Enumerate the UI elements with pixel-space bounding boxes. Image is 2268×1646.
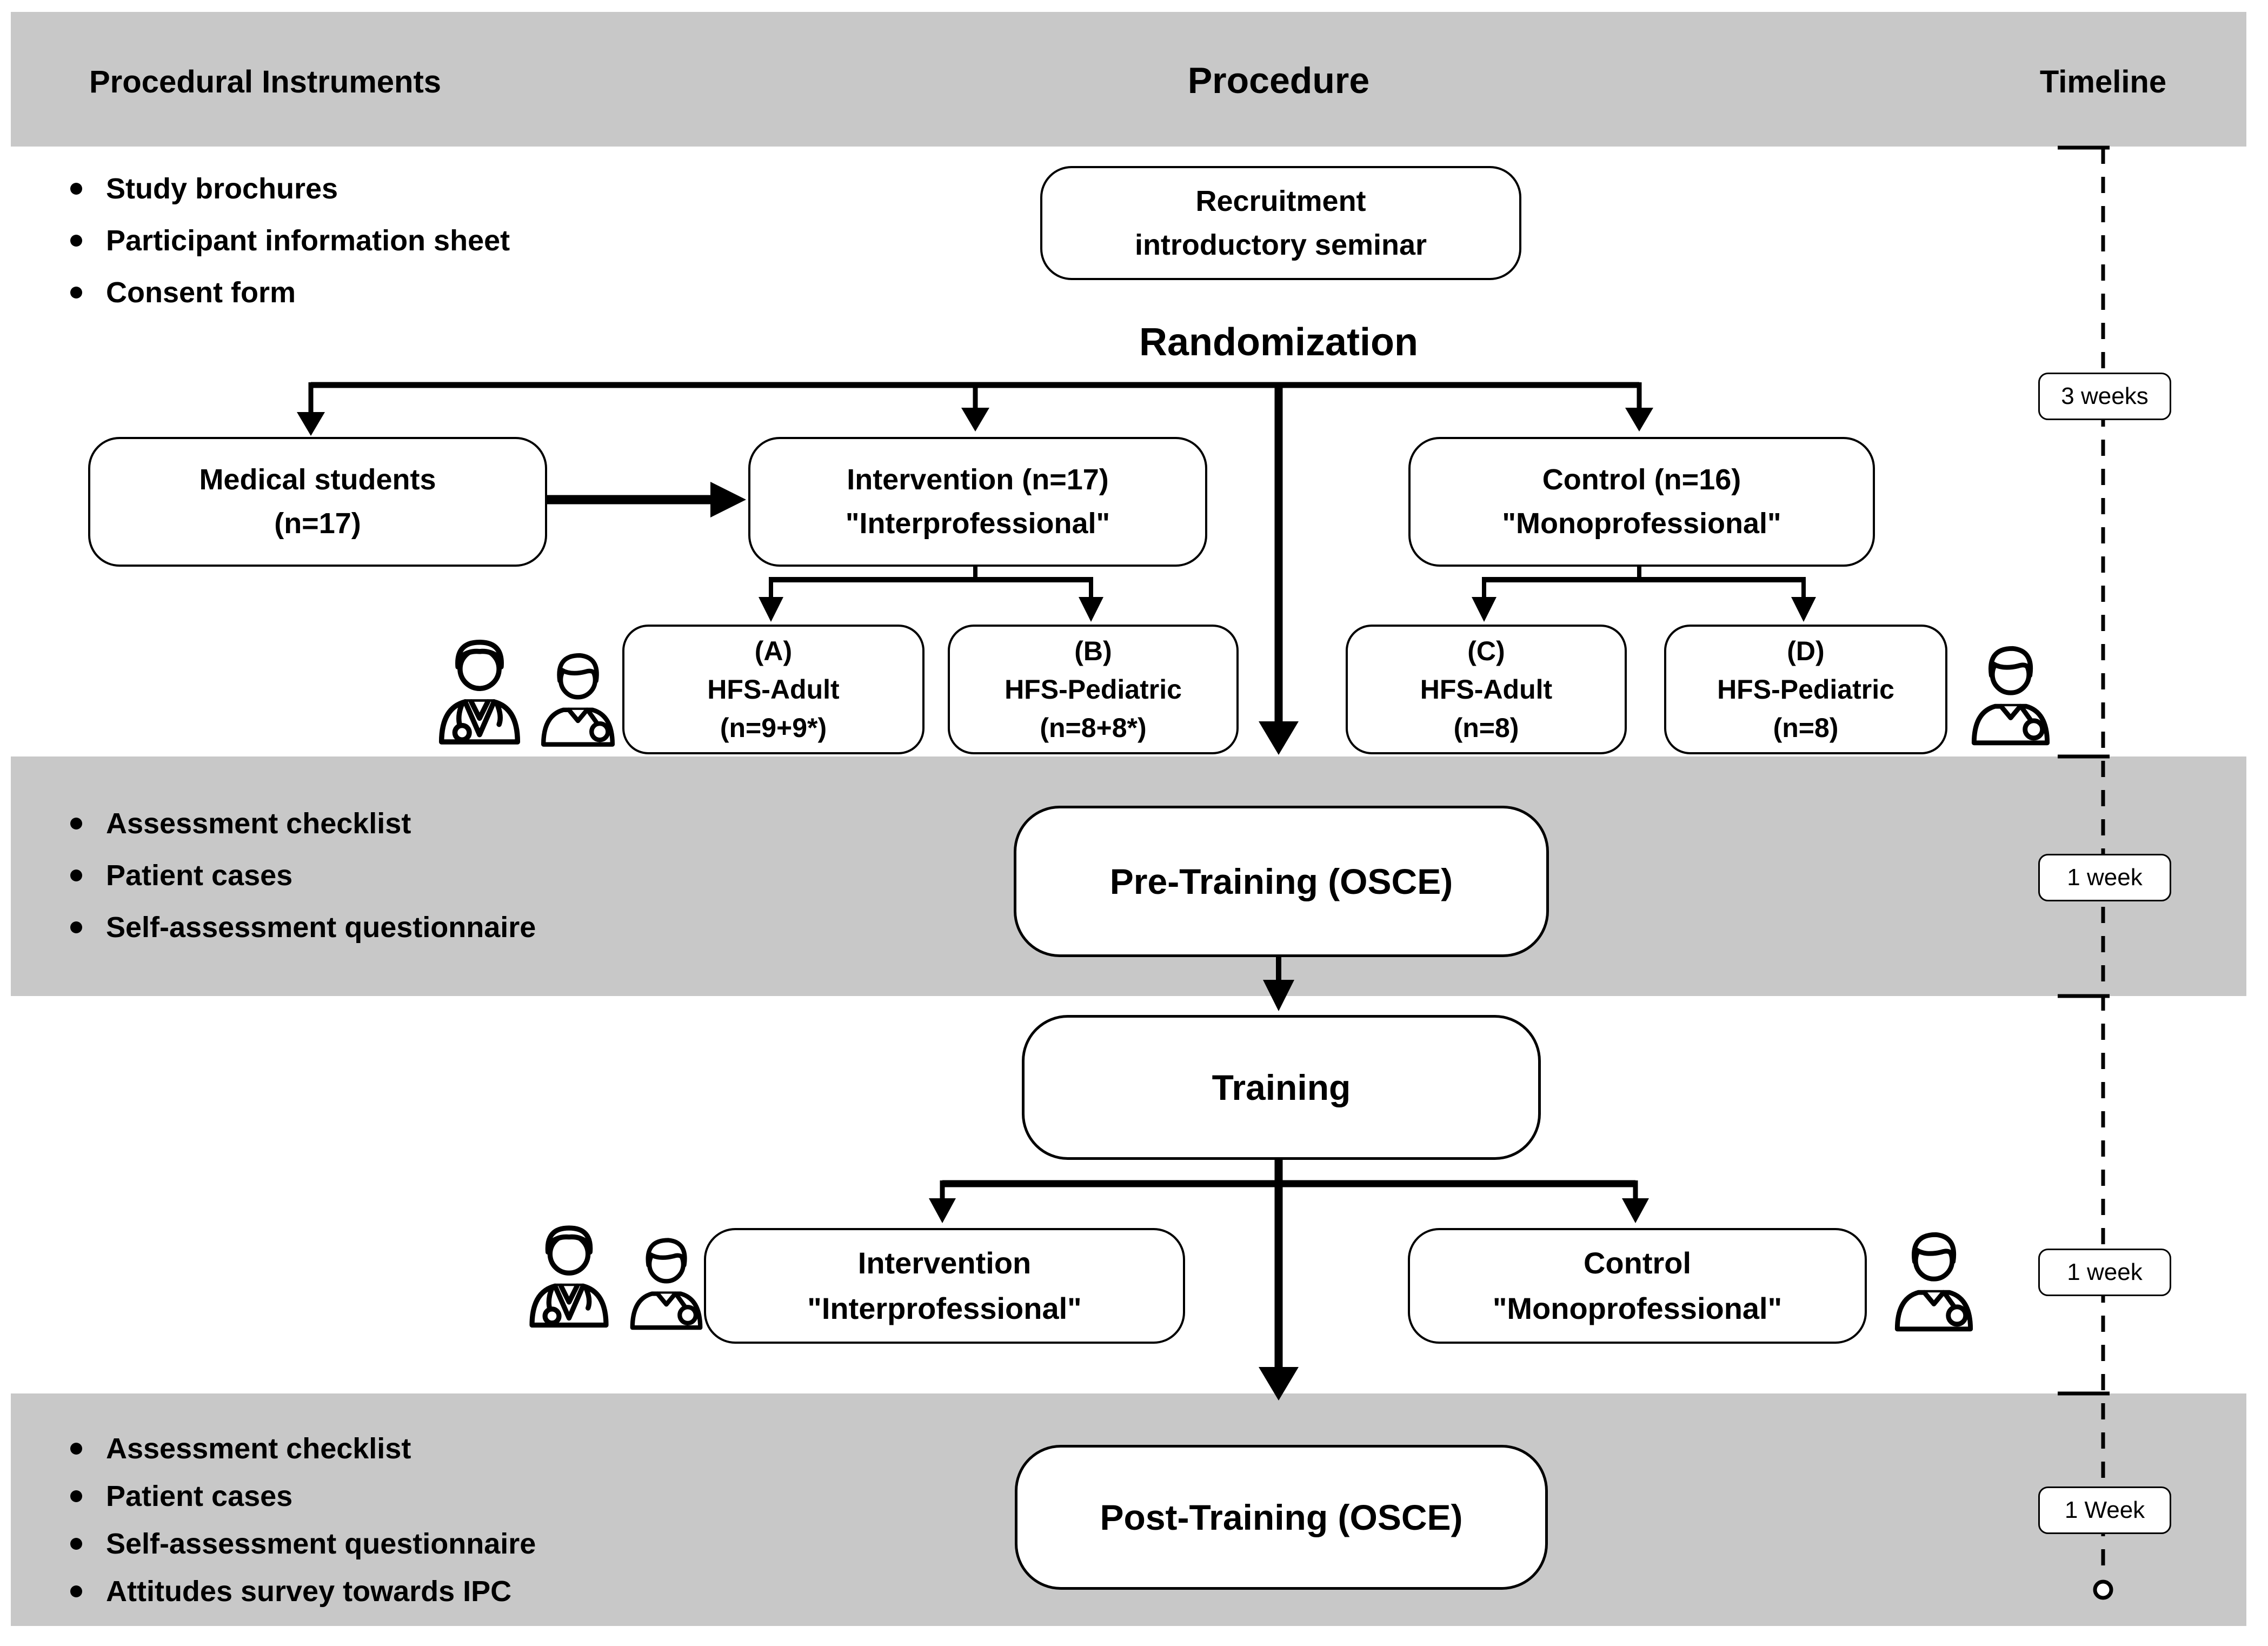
pre-training-label: Pre-Training (OSCE) xyxy=(1109,861,1453,901)
group-d-name: HFS-Pediatric xyxy=(1717,674,1894,705)
post-training-label: Post-Training (OSCE) xyxy=(1100,1497,1463,1537)
list-item-label: Self-assessment questionnaire xyxy=(106,1528,536,1560)
post-training-instruments-list: Assessment checklist Patient cases Self-… xyxy=(70,1432,536,1608)
header-band xyxy=(11,12,2246,147)
intervention-group-line1: Intervention (n=17) xyxy=(847,463,1109,496)
group-c-box: (C) HFS-Adult (n=8) xyxy=(1346,625,1627,754)
medical-students-line2: (n=17) xyxy=(274,507,361,540)
training-control-box: Control "Monoprofessional" xyxy=(1408,1228,1867,1344)
timeline-end-circle xyxy=(2093,1579,2113,1600)
timeline-label-text: 1 week xyxy=(2067,864,2143,891)
list-item: Assessment checklist xyxy=(70,807,536,840)
list-item: Consent form xyxy=(70,276,510,309)
training-intervention-box: Intervention "Interprofessional" xyxy=(704,1228,1185,1344)
list-item-label: Study brochures xyxy=(106,172,338,205)
column-header-instruments: Procedural Instruments xyxy=(89,64,442,99)
intervention-group-line2: "Interprofessional" xyxy=(845,507,1110,540)
group-d-id: (D) xyxy=(1787,635,1825,666)
list-item-label: Participant information sheet xyxy=(106,224,510,257)
list-item-label: Patient cases xyxy=(106,1480,293,1512)
control-group-line2: "Monoprofessional" xyxy=(1502,507,1781,540)
group-b-id: (B) xyxy=(1074,635,1112,666)
recruitment-box-line1: Recruitment xyxy=(1195,184,1366,217)
training-intervention-line1: Intervention xyxy=(857,1246,1032,1280)
nurse-icon xyxy=(622,1226,711,1338)
nurse-icon xyxy=(533,641,623,755)
randomization-label: Randomization xyxy=(1139,321,1418,364)
recruitment-box-line2: introductory seminar xyxy=(1134,228,1427,261)
timeline-label-text: 1 Week xyxy=(2064,1497,2145,1523)
list-item-label: Consent form xyxy=(106,276,296,309)
group-d-n: (n=8) xyxy=(1773,712,1839,743)
recruitment-box: Recruitment introductory seminar xyxy=(1040,166,1521,280)
group-b-n: (n=8+8*) xyxy=(1040,712,1147,743)
group-a-box: (A) HFS-Adult (n=9+9*) xyxy=(622,625,925,754)
list-item: Self-assessment questionnaire xyxy=(70,911,536,944)
training-box: Training xyxy=(1022,1015,1541,1160)
recruitment-instruments-list: Study brochures Participant information … xyxy=(70,172,510,309)
intervention-group-box: Intervention (n=17) "Interprofessional" xyxy=(748,437,1207,567)
timeline-label-1-week-pre: 1 week xyxy=(2038,854,2171,901)
timeline-label-text: 3 weeks xyxy=(2061,383,2149,409)
post-training-box: Post-Training (OSCE) xyxy=(1015,1445,1548,1590)
group-b-box: (B) HFS-Pediatric (n=8+8*) xyxy=(948,625,1239,754)
doctor-icon xyxy=(428,626,531,755)
training-intervention-line2: "Interprofessional" xyxy=(807,1291,1082,1325)
medical-students-line1: Medical students xyxy=(199,463,436,496)
pre-training-instruments-list: Assessment checklist Patient cases Self-… xyxy=(70,807,536,944)
group-a-id: (A) xyxy=(754,635,793,666)
control-group-line1: Control (n=16) xyxy=(1542,463,1741,496)
list-item: Participant information sheet xyxy=(70,224,510,257)
timeline-label-1-week-training: 1 week xyxy=(2038,1249,2171,1296)
group-a-name: HFS-Adult xyxy=(707,674,840,705)
nurse-icon xyxy=(1886,1221,1982,1339)
list-item: Patient cases xyxy=(70,1479,536,1513)
group-c-n: (n=8) xyxy=(1453,712,1519,743)
list-item-label: Assessment checklist xyxy=(106,1432,411,1465)
doctor-icon xyxy=(519,1212,619,1338)
group-c-name: HFS-Adult xyxy=(1420,674,1553,705)
control-group-box: Control (n=16) "Monoprofessional" xyxy=(1408,437,1875,567)
timeline-label-3-weeks: 3 weeks xyxy=(2038,373,2171,420)
list-item: Attitudes survey towards IPC xyxy=(70,1575,536,1608)
medical-students-box: Medical students (n=17) xyxy=(88,437,547,567)
column-header-procedure: Procedure xyxy=(1187,60,1370,101)
list-item-label: Patient cases xyxy=(106,859,293,892)
list-item: Patient cases xyxy=(70,859,536,892)
list-item: Study brochures xyxy=(70,172,510,205)
timeline-label-text: 1 week xyxy=(2067,1259,2143,1285)
list-item-label: Attitudes survey towards IPC xyxy=(106,1575,512,1608)
training-control-line1: Control xyxy=(1583,1246,1692,1280)
list-item-label: Assessment checklist xyxy=(106,807,411,840)
nurse-icon xyxy=(1963,634,2059,754)
group-d-box: (D) HFS-Pediatric (n=8) xyxy=(1664,625,1947,754)
timeline-label-1-week-post: 1 Week xyxy=(2038,1486,2171,1534)
list-item-label: Self-assessment questionnaire xyxy=(106,911,536,944)
training-label: Training xyxy=(1212,1067,1351,1107)
list-item: Assessment checklist xyxy=(70,1432,536,1465)
group-b-name: HFS-Pediatric xyxy=(1005,674,1182,705)
column-header-timeline: Timeline xyxy=(2039,64,2167,99)
pre-training-box: Pre-Training (OSCE) xyxy=(1014,806,1549,957)
group-a-n: (n=9+9*) xyxy=(720,712,827,743)
list-item: Self-assessment questionnaire xyxy=(70,1527,536,1561)
group-c-id: (C) xyxy=(1467,635,1505,666)
training-control-line2: "Monoprofessional" xyxy=(1492,1291,1783,1325)
